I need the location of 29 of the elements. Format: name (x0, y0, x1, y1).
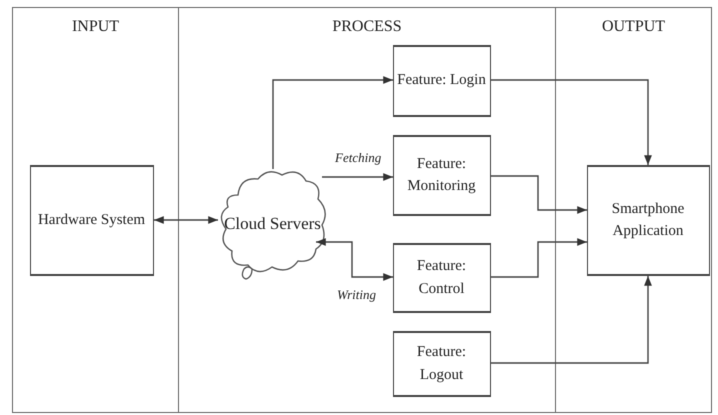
process-box (392, 134, 490, 216)
column-heading: INPUT (70, 18, 120, 36)
column-panel (178, 7, 556, 413)
process-box (392, 242, 490, 312)
edge-label: Fetching (334, 150, 382, 166)
column-panel (12, 7, 179, 413)
arrow (491, 276, 652, 364)
process-box (586, 164, 710, 276)
node-label: Cloud Servers (224, 212, 321, 235)
process-box (392, 330, 490, 396)
process-box (30, 164, 154, 276)
column-panel (555, 7, 712, 413)
arrow (491, 175, 587, 214)
node-label: Feature: Login (397, 71, 486, 90)
arrow (316, 238, 393, 281)
node-label: Smartphone Application (610, 200, 686, 241)
column-heading: PROCESS (331, 18, 403, 36)
node-label: Feature: Logout (416, 343, 468, 384)
edge-label: Writing (336, 287, 378, 303)
arrow (272, 76, 393, 169)
column-heading: OUTPUT (600, 18, 666, 36)
node-label: Hardware System (38, 210, 146, 230)
node-label: Feature: Monitoring (406, 154, 477, 196)
arrow (322, 173, 393, 181)
node-label: Feature: Control (416, 257, 468, 298)
process-box (392, 44, 490, 116)
arrow (154, 216, 218, 224)
arrow (491, 79, 652, 165)
arrow (491, 238, 587, 278)
